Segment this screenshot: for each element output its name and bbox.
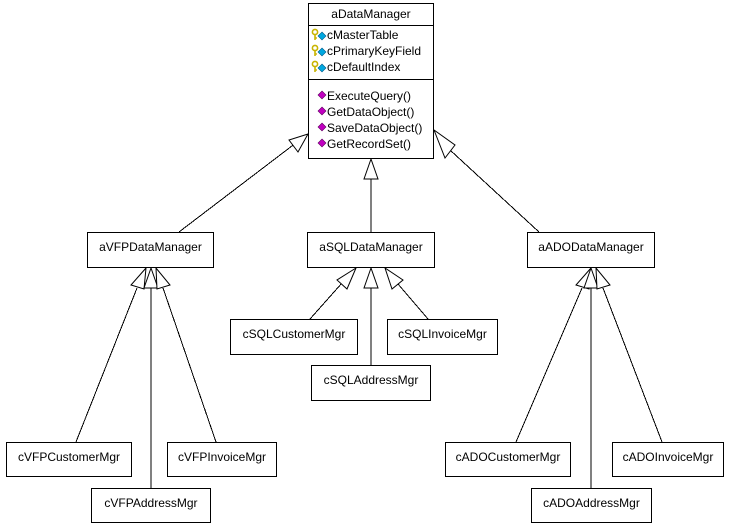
operation-name: ExecuteQuery(): [327, 89, 412, 103]
class-cADOCustomerMgr[interactable]: cADOCustomerMgr: [445, 442, 571, 477]
attribute-name: cDefaultIndex: [327, 60, 401, 74]
public-operation-diamond-icon: [311, 122, 327, 134]
class-name: aSQLDataManager: [319, 240, 423, 254]
generalization-arrowhead-ado-invoice: [595, 266, 611, 290]
operation-name: GetRecordSet(): [327, 137, 412, 151]
attribute-name: cMasterTable: [327, 28, 399, 42]
class-aADODataManager[interactable]: aADODataManager: [527, 232, 655, 268]
protected-attribute-key-icon: [311, 60, 327, 74]
attribute-row[interactable]: cMasterTable: [309, 27, 433, 43]
class-name: cSQLCustomerMgr: [242, 327, 346, 341]
class-name: cADOAddressMgr: [543, 496, 640, 510]
generalization-line-vfp-invoice: [162, 287, 217, 443]
operation-row[interactable]: GetDataObject(): [309, 104, 433, 120]
attribute-row[interactable]: cDefaultIndex: [309, 59, 433, 75]
class-name: cADOInvoiceMgr: [622, 450, 714, 464]
class-name: cVFPAddressMgr: [104, 496, 198, 510]
generalization-line-vfp: [178, 135, 306, 233]
class-name: cSQLInvoiceMgr: [398, 327, 487, 341]
operation-name: SaveDataObject(): [327, 121, 423, 135]
operation-row[interactable]: ExecuteQuery(): [309, 88, 433, 104]
generalization-arrowhead-ado: [432, 128, 456, 160]
class-name: cVFPInvoiceMgr: [177, 450, 267, 464]
generalization-arrowhead-vfp-customer: [130, 266, 147, 290]
operation-compartment: ExecuteQuery() GetDataObject() SaveDataO…: [309, 81, 433, 152]
generalization-line-ado: [449, 149, 540, 233]
public-operation-diamond-icon: [311, 90, 327, 102]
generalization-line-ado-invoice: [602, 287, 663, 443]
attribute-name: cPrimaryKeyField: [327, 44, 422, 58]
operation-row[interactable]: GetRecordSet(): [309, 136, 433, 152]
class-cVFPAddressMgr[interactable]: cVFPAddressMgr: [91, 488, 211, 523]
generalization-arrowhead-vfp-address: [143, 266, 159, 289]
class-name: aDataManager: [309, 4, 433, 26]
generalization-line-sql-customer: [309, 282, 343, 320]
generalization-arrowhead-sql-customer: [336, 266, 358, 290]
generalization-arrowhead-sql-invoice: [384, 266, 404, 290]
class-cADOAddressMgr[interactable]: cADOAddressMgr: [531, 488, 652, 523]
class-name: cSQLAddressMgr: [323, 373, 419, 387]
operation-row[interactable]: SaveDataObject(): [309, 120, 433, 136]
class-name: aADODataManager: [538, 240, 644, 254]
class-cADOInvoiceMgr[interactable]: cADOInvoiceMgr: [612, 442, 724, 477]
attribute-compartment: cMasterTable cPrimaryKeyField cDefaultIn…: [309, 25, 433, 80]
class-name: aVFPDataManager: [99, 240, 202, 254]
generalization-arrowhead-ado-address: [583, 266, 599, 289]
generalization-line-vfp-customer: [75, 287, 138, 443]
class-aSQLDataManager[interactable]: aSQLDataManager: [307, 232, 435, 268]
class-aDataManager[interactable]: aDataManager cMasterTable cPrimaryKeyFie…: [308, 3, 434, 159]
generalization-line-sql-invoice: [397, 283, 429, 320]
class-aVFPDataManager[interactable]: aVFPDataManager: [87, 232, 214, 268]
class-name: cVFPCustomerMgr: [17, 450, 121, 464]
protected-attribute-key-icon: [311, 44, 327, 58]
generalization-line-ado-customer: [515, 287, 583, 443]
generalization-arrowhead-sql: [363, 157, 379, 180]
class-name: cADOCustomerMgr: [455, 450, 561, 464]
operation-name: GetDataObject(): [327, 105, 415, 119]
protected-attribute-key-icon: [311, 28, 327, 42]
generalization-arrowhead-sql-address: [363, 266, 379, 289]
class-cVFPInvoiceMgr[interactable]: cVFPInvoiceMgr: [167, 442, 277, 477]
class-cSQLAddressMgr[interactable]: cSQLAddressMgr: [311, 365, 431, 401]
class-cVFPCustomerMgr[interactable]: cVFPCustomerMgr: [6, 442, 132, 477]
public-operation-diamond-icon: [311, 106, 327, 118]
generalization-arrowhead-vfp-invoice: [155, 266, 171, 290]
attribute-row[interactable]: cPrimaryKeyField: [309, 43, 433, 59]
class-cSQLInvoiceMgr[interactable]: cSQLInvoiceMgr: [387, 319, 498, 355]
class-cSQLCustomerMgr[interactable]: cSQLCustomerMgr: [230, 319, 358, 355]
public-operation-diamond-icon: [311, 138, 327, 150]
generalization-arrowhead-vfp: [288, 133, 310, 153]
